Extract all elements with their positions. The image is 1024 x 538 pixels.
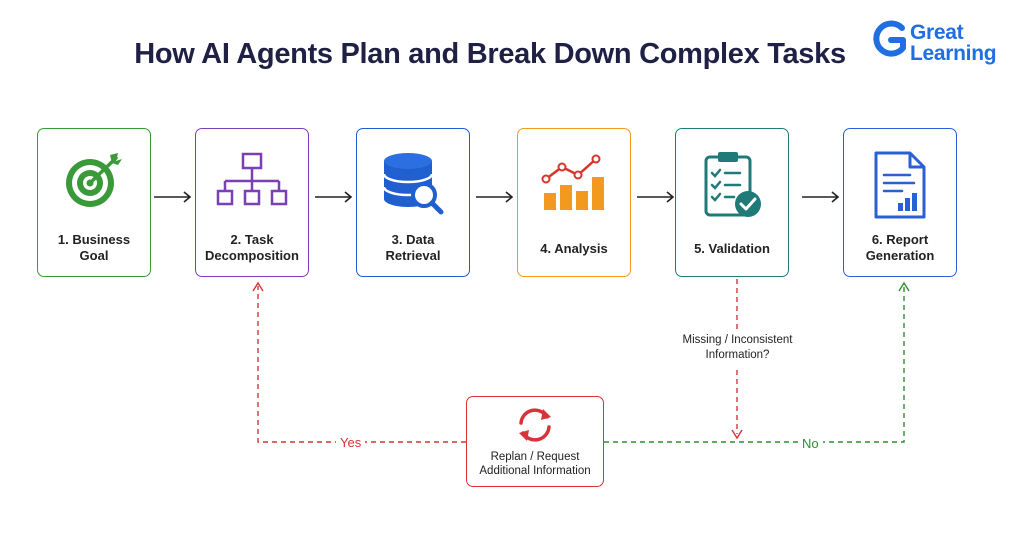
logo-line-1: Great [910, 21, 964, 44]
step-label: 6. Report Generation [865, 232, 935, 263]
step-label: 4. Analysis [540, 241, 608, 256]
yes-branch-label: Yes [336, 435, 366, 450]
step-report-generation: 6. Report Generation [843, 128, 957, 277]
step-label: 3. Data Retrieval [385, 232, 441, 263]
step-validation: 5. Validation [675, 128, 789, 277]
decision-question: Missing / Inconsistent Information? [682, 334, 793, 361]
bar-chart-trend-icon [541, 154, 604, 210]
arrow-right-icon [154, 191, 192, 203]
arrow-right-icon [315, 191, 353, 203]
replan-box: Replan / Request Additional Information [466, 396, 604, 487]
no-branch-label: No [798, 436, 823, 451]
step-label: 1. Business Goal [57, 232, 131, 263]
hierarchy-icon [216, 152, 288, 206]
clipboard-check-icon [704, 152, 761, 217]
arrow-right-icon [476, 191, 514, 203]
arrow-right-icon [802, 191, 840, 203]
arrow-right-icon [637, 191, 675, 203]
logo-line-2: Learning [910, 42, 997, 65]
step-business-goal: 1. Business Goal [37, 128, 151, 277]
target-icon [66, 153, 122, 207]
database-search-icon [382, 153, 444, 215]
refresh-cycle-icon [519, 408, 551, 442]
step-task-decomposition: 2. Task Decomposition [195, 128, 309, 277]
page-title: How AI Agents Plan and Break Down Comple… [134, 38, 846, 70]
great-learning-logo: Great Learning [872, 18, 1012, 70]
report-document-icon [874, 151, 926, 219]
step-analysis: 4. Analysis [517, 128, 631, 277]
step-label: 5. Validation [694, 241, 770, 256]
step-data-retrieval: 3. Data Retrieval [356, 128, 470, 277]
step-label: 2. Task Decomposition [205, 232, 299, 263]
replan-label: Replan / Request Additional Information [479, 451, 591, 477]
great-learning-g-icon [873, 20, 906, 57]
